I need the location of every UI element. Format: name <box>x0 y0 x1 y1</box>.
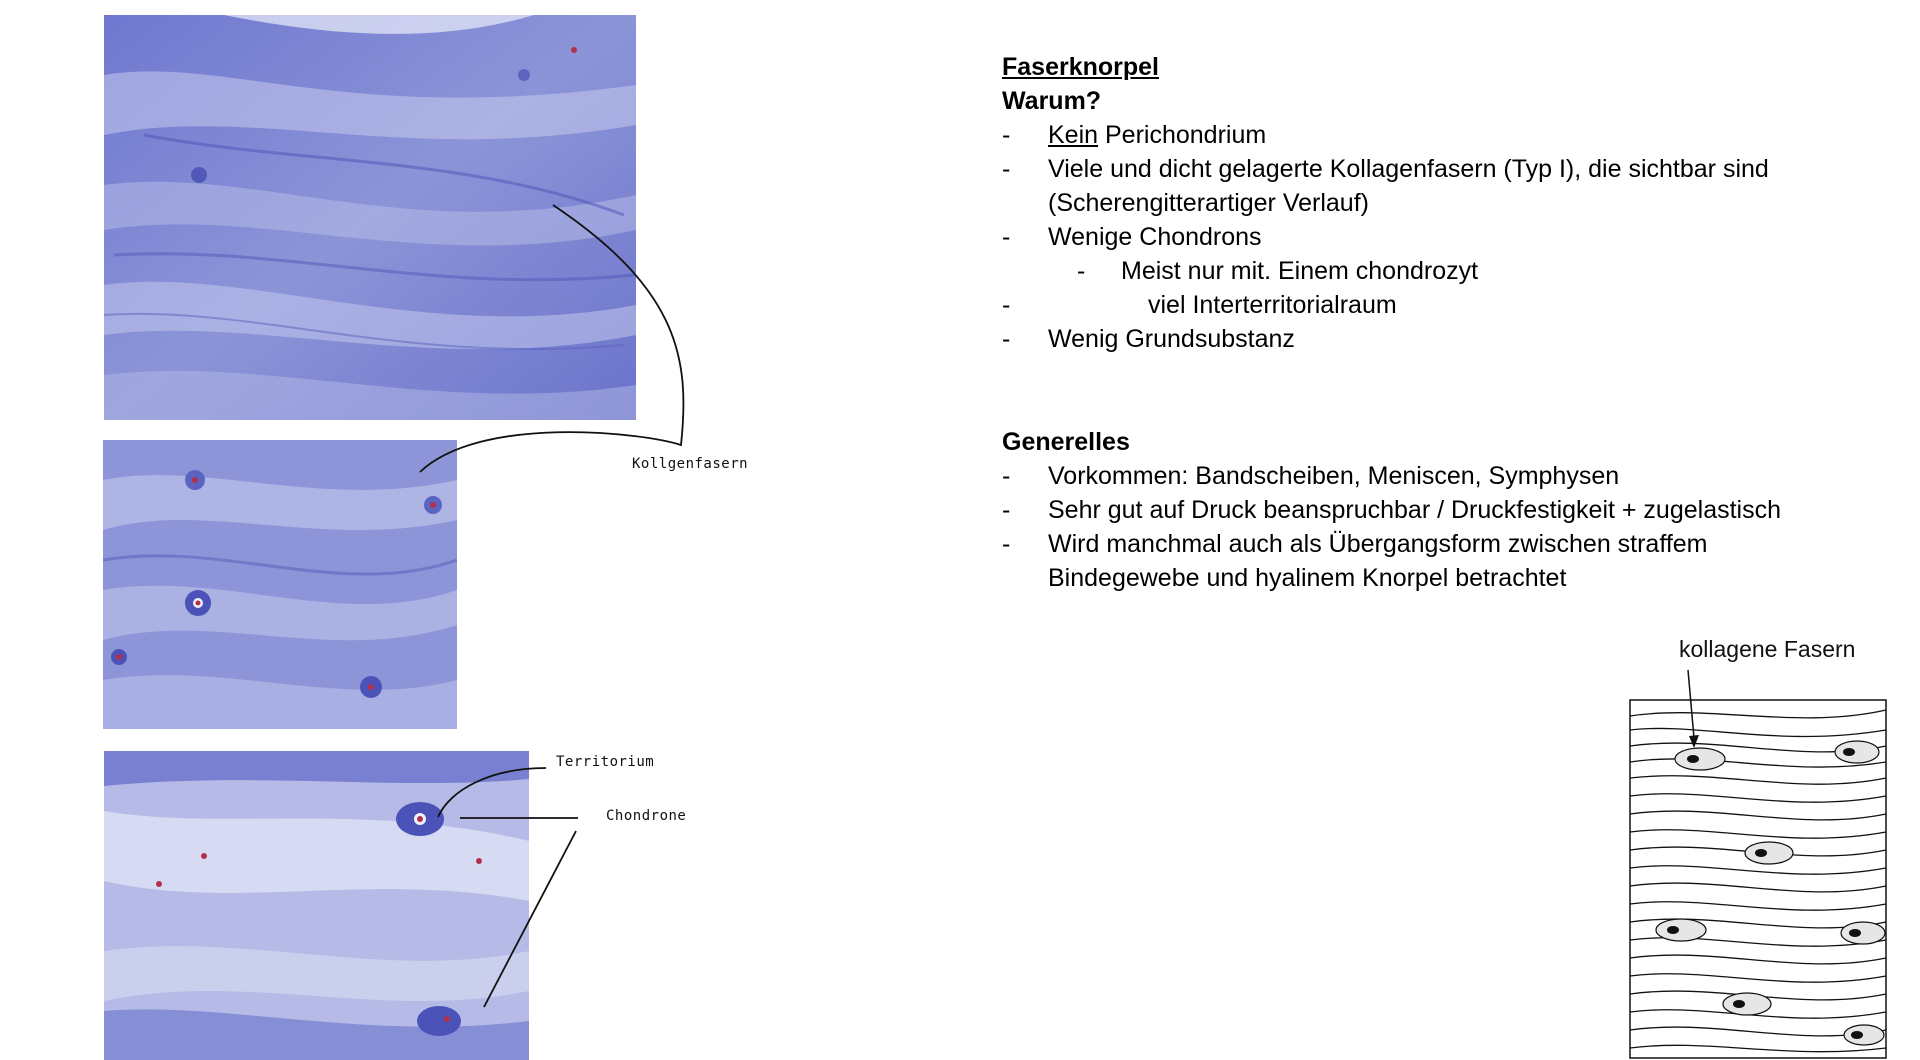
item-text: viel Interterritorialraum <box>1148 291 1397 319</box>
list-item: - Wenig Grundsubstanz <box>1002 322 1769 356</box>
label-territorium: Territorium <box>556 754 655 770</box>
micrograph-fibrous-cartilage-detail <box>103 440 457 729</box>
schema-label-kollagene-fasern: kollagene Fasern <box>1679 636 1856 662</box>
schematic-fibrous-cartilage <box>1629 669 1887 1059</box>
list-item: - viel Interterritorialraum <box>1002 288 1769 322</box>
label-chondrone: Chondrone <box>606 808 687 824</box>
item-text-continued: (Scherengitterartiger Verlauf) <box>1048 189 1369 217</box>
bullet-dash: - <box>1002 223 1011 251</box>
list-item: - Viele und dicht gelagerte Kollagenfase… <box>1002 152 1769 220</box>
heading-warum: Warum? <box>1002 87 1102 115</box>
list-item: - Kein Perichondrium <box>1002 118 1769 152</box>
bullet-dash: - <box>1002 462 1011 490</box>
item-text: Wenige Chondrons <box>1048 223 1262 251</box>
item-text: Meist nur mit. Einem chondrozyt <box>1121 257 1479 285</box>
micrograph-fibrous-cartilage-overview <box>104 15 636 420</box>
bullet-dash: - <box>1002 496 1011 524</box>
notes-generelles: Generelles - Vorkommen: Bandscheiben, Me… <box>1002 425 1781 595</box>
micrograph-chondrons <box>104 751 529 1060</box>
item-text: Sehr gut auf Druck beanspruchbar / Druck… <box>1048 496 1782 524</box>
list-item: - Wenige Chondrons <box>1002 220 1769 254</box>
bullet-dash: - <box>1002 121 1011 149</box>
heading-faserknorpel: Faserknorpel <box>1002 53 1160 81</box>
notes-faserknorpel: Faserknorpel Warum? - Kein Perichondrium… <box>1002 50 1769 356</box>
bullet-dash: - <box>1002 291 1011 319</box>
item-emphasis: Kein <box>1048 121 1099 149</box>
list-item: - Vorkommen: Bandscheiben, Meniscen, Sym… <box>1002 459 1781 493</box>
bullet-dash: - <box>1002 155 1011 183</box>
bullet-dash: - <box>1002 325 1011 353</box>
list-item: - Wird manchmal auch als Übergangsform z… <box>1002 527 1781 595</box>
bullet-dash: - <box>1002 530 1011 558</box>
item-text: Wenig Grundsubstanz <box>1048 325 1295 353</box>
item-text-continued: Bindegewebe und hyalinem Knorpel betrach… <box>1048 564 1567 592</box>
item-text: Vorkommen: Bandscheiben, Meniscen, Symph… <box>1048 462 1620 490</box>
list-subitem: - Meist nur mit. Einem chondrozyt <box>1002 254 1769 288</box>
label-kollagenfasern: Kollgenfasern <box>632 456 749 472</box>
heading-generelles: Generelles <box>1002 428 1130 456</box>
item-text: Wird manchmal auch als Übergangsform zwi… <box>1048 530 1708 558</box>
item-text: Perichondrium <box>1098 121 1267 149</box>
bullet-dash: - <box>1077 257 1086 285</box>
list-item: - Sehr gut auf Druck beanspruchbar / Dru… <box>1002 493 1781 527</box>
item-text: Viele und dicht gelagerte Kollagenfasern… <box>1048 155 1769 183</box>
